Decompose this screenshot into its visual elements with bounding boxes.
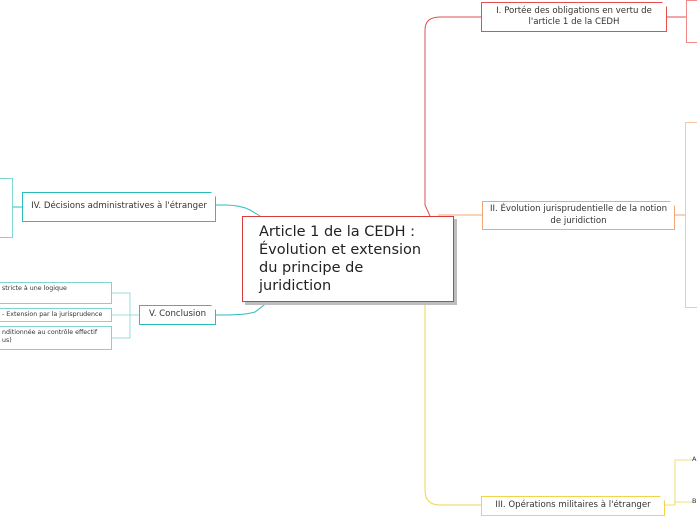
central-title-line: Évolution et extension [259, 241, 422, 258]
topic-label: I. Portée des obligations en vertu de l'… [496, 5, 652, 27]
i-children-box[interactable] [686, 0, 697, 43]
operations-item-a[interactable]: A [692, 455, 697, 463]
fold-corner-icon [662, 2, 667, 7]
topic-v-conclusion[interactable]: V. Conclusion [139, 305, 216, 325]
central-title-line: juridiction [259, 278, 332, 295]
conclusion-item[interactable]: stricte à une logique [0, 282, 112, 304]
topic-label: III. Opérations militaires à l'étranger [495, 500, 651, 511]
topic-iv-decisions[interactable]: IV. Décisions administratives à l'étrang… [22, 192, 216, 222]
topic-label: II. Évolution jurisprudentielle de la no… [489, 204, 668, 226]
ii-children-box[interactable] [685, 122, 697, 308]
fold-corner-icon [211, 305, 216, 310]
central-topic[interactable]: Article 1 de la CEDH : Évolution et exte… [242, 216, 454, 302]
fold-corner-icon [211, 192, 216, 197]
central-title-line: Article 1 de la CEDH : [259, 223, 416, 240]
central-title-line: du principe de [259, 260, 364, 276]
fold-corner-icon [660, 496, 665, 501]
subtopic-label: nditionnée au contrôle effectif us) [2, 329, 98, 345]
operations-item-b[interactable]: B [692, 497, 697, 505]
topic-label: V. Conclusion [148, 309, 207, 320]
topic-label: IV. Décisions administratives à l'étrang… [31, 201, 207, 212]
topic-iii-operations[interactable]: III. Opérations militaires à l'étranger [481, 496, 665, 516]
conclusion-item[interactable]: nditionnée au contrôle effectif us) [0, 326, 112, 350]
topic-ii-evolution[interactable]: II. Évolution jurisprudentielle de la no… [482, 201, 675, 230]
iv-children-box[interactable] [0, 178, 13, 238]
subtopic-label: - Extension par la jurisprudence [2, 310, 103, 318]
conclusion-item[interactable]: - Extension par la jurisprudence [0, 308, 112, 322]
subtopic-label: stricte à une logique [2, 285, 67, 292]
fold-corner-icon [670, 201, 675, 206]
topic-i-portee[interactable]: I. Portée des obligations en vertu de l'… [481, 2, 667, 32]
